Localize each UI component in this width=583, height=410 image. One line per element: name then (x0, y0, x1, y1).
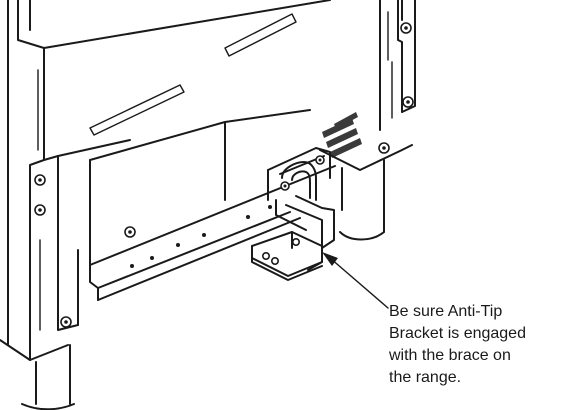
callout-leader-arrow (322, 252, 389, 309)
range-back-panel (43, 0, 331, 326)
range-right-side-panel (319, 0, 416, 171)
callout-line: Be sure Anti-Tip (389, 303, 503, 320)
callout-line: the range. (389, 369, 462, 386)
left-leveling-leg (21, 344, 75, 410)
callout-line: Bracket is engaged (389, 325, 526, 342)
anti-tip-bracket (251, 195, 335, 281)
range-bottom-brace (89, 165, 336, 301)
left-panel-holes (34, 174, 72, 328)
right-leveling-leg (339, 159, 385, 241)
range-left-side-panel (0, 0, 79, 361)
rear-vent-slots (322, 112, 362, 158)
range-brace-loop (267, 147, 331, 201)
callout-line: with the brace on (389, 347, 511, 364)
callout-text: Be sure Anti-Tip Bracket is engaged with… (389, 301, 559, 389)
